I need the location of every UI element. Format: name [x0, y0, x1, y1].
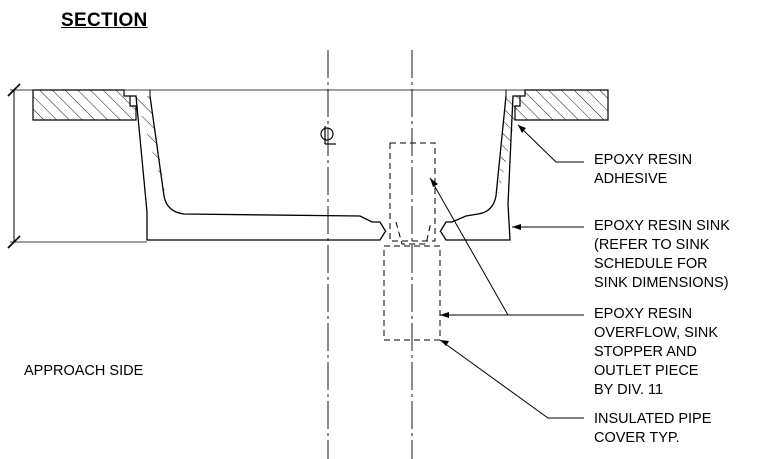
centerline-symbol [320, 126, 336, 145]
leader-arrowheads [430, 125, 526, 346]
countertop-right [514, 89, 609, 121]
overflow-stopper-outlet [383, 142, 441, 341]
callout-overflow-stopper-outlet: EPOXY RESIN OVERFLOW, SINK STOPPER AND O… [594, 306, 719, 398]
callout-epoxy-resin-adhesive: EPOXY RESIN ADHESIVE [594, 152, 693, 187]
countertop-left [32, 89, 137, 121]
height-dimension [7, 83, 147, 249]
section-title: SECTION [61, 10, 148, 31]
callout-insulated-pipe-cover: INSULATED PIPE COVER TYP. [594, 411, 712, 446]
callout-epoxy-resin-sink: EPOXY RESIN SINK (REFER TO SINK SCHEDULE… [594, 218, 730, 291]
centerlines [327, 50, 413, 459]
sink-bowl [124, 89, 525, 241]
leader-lines [429, 124, 584, 419]
approach-side-label: APPROACH SIDE [24, 363, 144, 379]
